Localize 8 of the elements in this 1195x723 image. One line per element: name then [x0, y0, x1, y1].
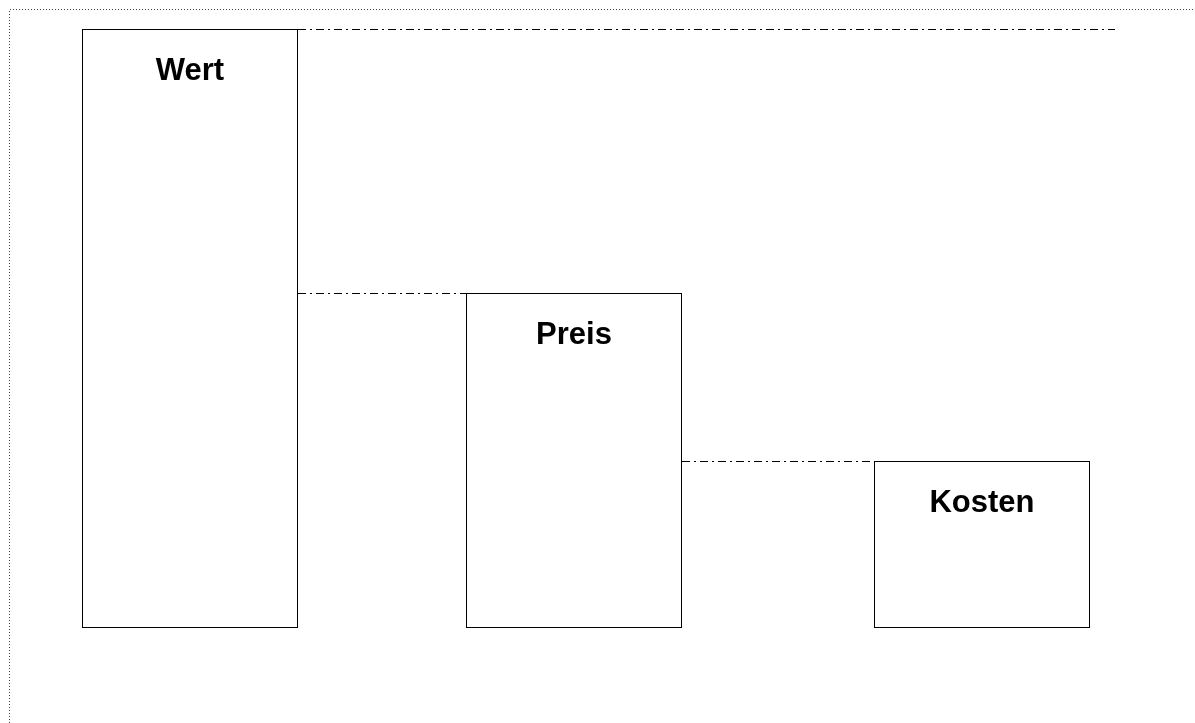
bar-label: Preis [536, 316, 612, 352]
bar-box [874, 461, 1090, 628]
bar-box [82, 29, 298, 628]
bar-label: Kosten [929, 484, 1035, 520]
dash-dot-line [297, 292, 467, 295]
bar-box [466, 293, 682, 628]
dash-dot-line [297, 28, 1116, 31]
bar-label: Wert [155, 52, 225, 88]
